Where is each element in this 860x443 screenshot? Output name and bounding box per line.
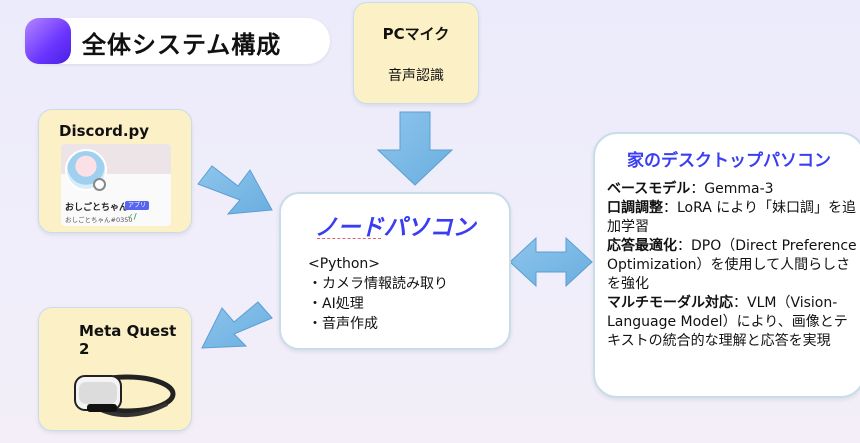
node-pc-list: <Python> ・カメラ情報読み取り ・AI処理 ・音声作成 <box>308 254 448 334</box>
meta-quest-label: Meta Quest 2 <box>79 322 177 358</box>
discord-box: Discord.py おしごとちゃん アプリ おしごとちゃん#0350 ✓/ <box>38 109 192 233</box>
pc-mic-label: PCマイク <box>382 25 450 43</box>
spec-value: ：VLM（Vision-Language Model）により、画像とテキストの統… <box>607 295 848 349</box>
spec-value: ：Gemma-3 <box>690 181 774 197</box>
profile-tag: おしごとちゃん#0350 <box>65 216 133 224</box>
spec-key: ベースモデル <box>607 181 691 197</box>
spec-key: 応答最適化 <box>607 238 677 254</box>
discord-label: Discord.py <box>59 122 150 140</box>
node-pc-line: ・音声作成 <box>308 316 378 332</box>
spec-item: マルチモーダル対応：VLM（Vision-Language Model）により、… <box>607 294 859 351</box>
spec-item: 応答最適化：DPO（Direct Preference Optimization… <box>607 237 859 294</box>
profile-display-name: おしごとちゃん <box>65 203 129 213</box>
page-title: 全体システム構成 <box>82 31 282 59</box>
vr-headset-icon <box>74 374 176 418</box>
node-pc-line: <Python> <box>308 256 380 272</box>
home-pc-title: 家のデスクトップパソコン <box>627 151 831 171</box>
node-pc-line: ・AI処理 <box>308 296 364 312</box>
home-pc-box: 家のデスクトップパソコン ベースモデル：Gemma-3 口調調整：LoRA によ… <box>593 132 860 398</box>
node-pc-box: ノードパソコン <Python> ・カメラ情報読み取り ・AI処理 ・音声作成 <box>279 192 511 350</box>
arrow-discord-to-node <box>197 165 273 215</box>
spellcheck-underline <box>317 238 381 239</box>
pc-mic-sub: 音声認識 <box>388 68 444 84</box>
discord-profile-card: おしごとちゃん アプリ おしごとちゃん#0350 ✓/ <box>61 144 171 226</box>
spec-key: マルチモーダル対応 <box>607 295 733 311</box>
arrow-mic-to-node <box>376 111 454 186</box>
status-dot-icon <box>93 178 106 191</box>
spec-key: 口調調整 <box>607 200 663 216</box>
check-icon: ✓/ <box>127 212 137 221</box>
spec-item: ベースモデル：Gemma-3 <box>607 180 859 199</box>
home-pc-spec-list: ベースモデル：Gemma-3 口調調整：LoRA により「妹口調」を追加学習 応… <box>607 180 859 351</box>
spec-value: ：DPO（Direct Preference Optimization）を使用し… <box>607 238 857 292</box>
node-pc-title: ノードパソコン <box>314 215 476 241</box>
spec-item: 口調調整：LoRA により「妹口調」を追加学習 <box>607 199 859 237</box>
app-badge: アプリ <box>125 201 150 210</box>
node-pc-line: ・カメラ情報読み取り <box>308 276 448 292</box>
title-square-icon <box>25 18 71 64</box>
spec-value: ：LoRA により「妹口調」を追加学習 <box>607 200 857 235</box>
title-pill <box>25 18 330 64</box>
pc-mic-box: PCマイク 音声認識 <box>353 2 479 104</box>
arrow-node-to-quest <box>201 301 273 349</box>
arrow-node-home <box>509 236 593 288</box>
meta-quest-box: Meta Quest 2 <box>38 307 192 431</box>
